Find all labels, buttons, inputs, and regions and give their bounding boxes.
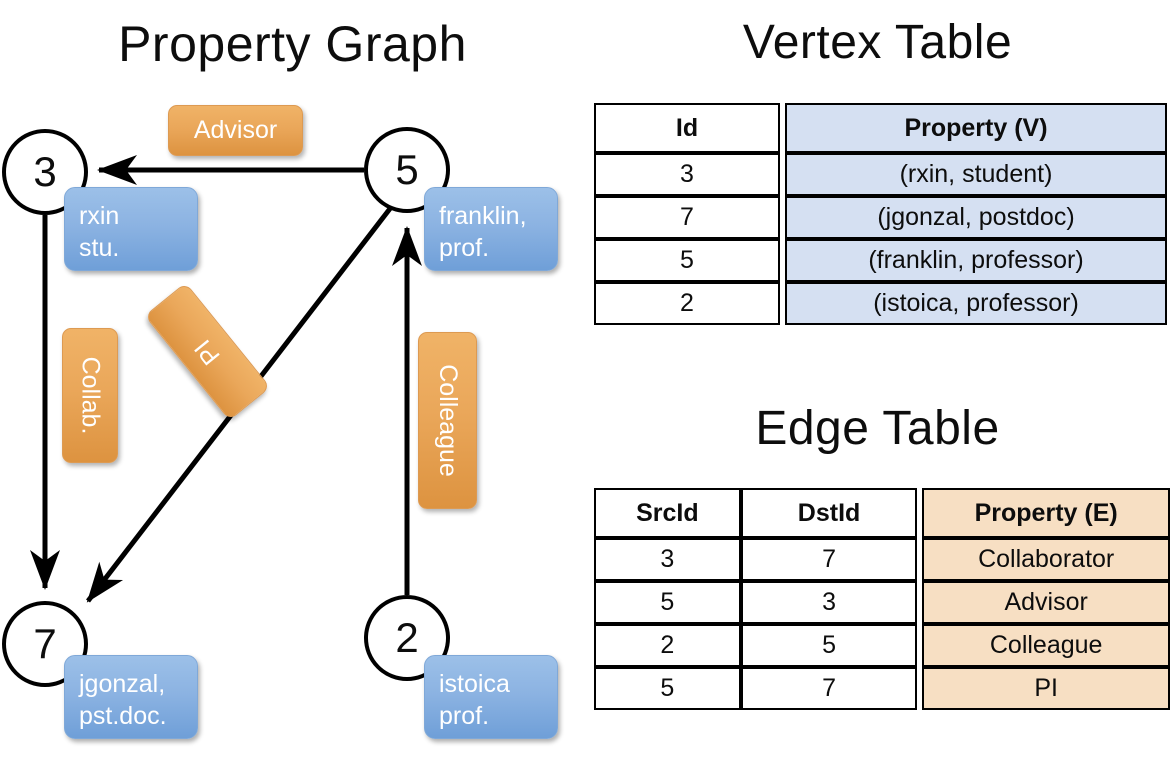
vertex-cell-id: 5 <box>594 239 780 282</box>
property-graph-panel: Property Graph 3 5 7 2 rxin stu. frankli… <box>2 16 558 739</box>
edge-cell-property: Collaborator <box>922 538 1170 581</box>
table-row: 3 7 Collaborator <box>594 538 1170 581</box>
table-row: 2 (istoica, professor) <box>594 282 1167 325</box>
edge-label-collab: Collab. <box>62 328 118 463</box>
edge-label-colleague-text: Colleague <box>434 364 462 477</box>
vertex-table-header-id: Id <box>594 103 780 153</box>
edge-cell-dstid: 7 <box>740 667 918 710</box>
edge-label-advisor-text: Advisor <box>193 116 278 144</box>
graph-node-2[interactable]: 2 <box>364 595 450 681</box>
edge-cell-dstid: 5 <box>740 624 918 667</box>
edge-table-header-dstid: DstId <box>740 488 918 538</box>
edge-cell-srcid: 2 <box>594 624 741 667</box>
node-property-box-jgonzal: jgonzal, pst.doc. <box>64 655 198 739</box>
table-row: 5 (franklin, professor) <box>594 239 1167 282</box>
edge-label-colleague: Colleague <box>418 332 477 509</box>
page-title-vertex-table: Vertex Table <box>742 16 1013 69</box>
node-property-box-rxin: rxin stu. <box>64 187 198 271</box>
node-property-box-istoica: istoica prof. <box>424 655 558 739</box>
edge-cell-property: PI <box>922 667 1170 710</box>
vertex-cell-id: 2 <box>594 282 780 325</box>
table-row: 3 (rxin, student) <box>594 153 1167 196</box>
edge-table: SrcId DstId Property (E) 3 7 Collaborato… <box>594 488 1170 710</box>
vertex-cell-property: (rxin, student) <box>785 153 1167 196</box>
edge-cell-property: Colleague <box>922 624 1170 667</box>
edge-table-header-row: SrcId DstId Property (E) <box>594 488 1170 538</box>
graph-node-5[interactable]: 5 <box>364 127 450 213</box>
vertex-table-header-row: Id Property (V) <box>594 103 1167 153</box>
edge-table-header-srcid: SrcId <box>594 488 741 538</box>
edge-cell-srcid: 3 <box>594 538 741 581</box>
table-row: 5 7 PI <box>594 667 1170 710</box>
edge-table-header-property: Property (E) <box>922 488 1170 538</box>
edge-cell-srcid: 5 <box>594 581 741 624</box>
vertex-cell-property: (istoica, professor) <box>785 282 1167 325</box>
vertex-cell-id: 3 <box>594 153 780 196</box>
vertex-table: Id Property (V) 3 (rxin, student) 7 (jgo… <box>594 103 1167 325</box>
table-row: 2 5 Colleague <box>594 624 1170 667</box>
table-row: 7 (jgonzal, postdoc) <box>594 196 1167 239</box>
node-property-box-franklin: franklin, prof. <box>424 187 558 271</box>
edge-cell-property: Advisor <box>922 581 1170 624</box>
vertex-cell-property: (franklin, professor) <box>785 239 1167 282</box>
page-title-property-graph: Property Graph <box>118 16 467 72</box>
page-title-edge-table: Edge Table <box>755 402 1000 455</box>
vertex-cell-id: 7 <box>594 196 780 239</box>
edge-label-advisor: Advisor <box>168 105 303 156</box>
edge-label-collab-text: Collab. <box>76 356 105 435</box>
edge-cell-srcid: 5 <box>594 667 741 710</box>
edge-cell-dstid: 7 <box>740 538 918 581</box>
vertex-cell-property: (jgonzal, postdoc) <box>785 196 1167 239</box>
vertex-table-header-property: Property (V) <box>785 103 1167 153</box>
table-row: 5 3 Advisor <box>594 581 1170 624</box>
edge-cell-dstid: 3 <box>740 581 918 624</box>
edge-label-pi-text: PI <box>188 333 226 370</box>
